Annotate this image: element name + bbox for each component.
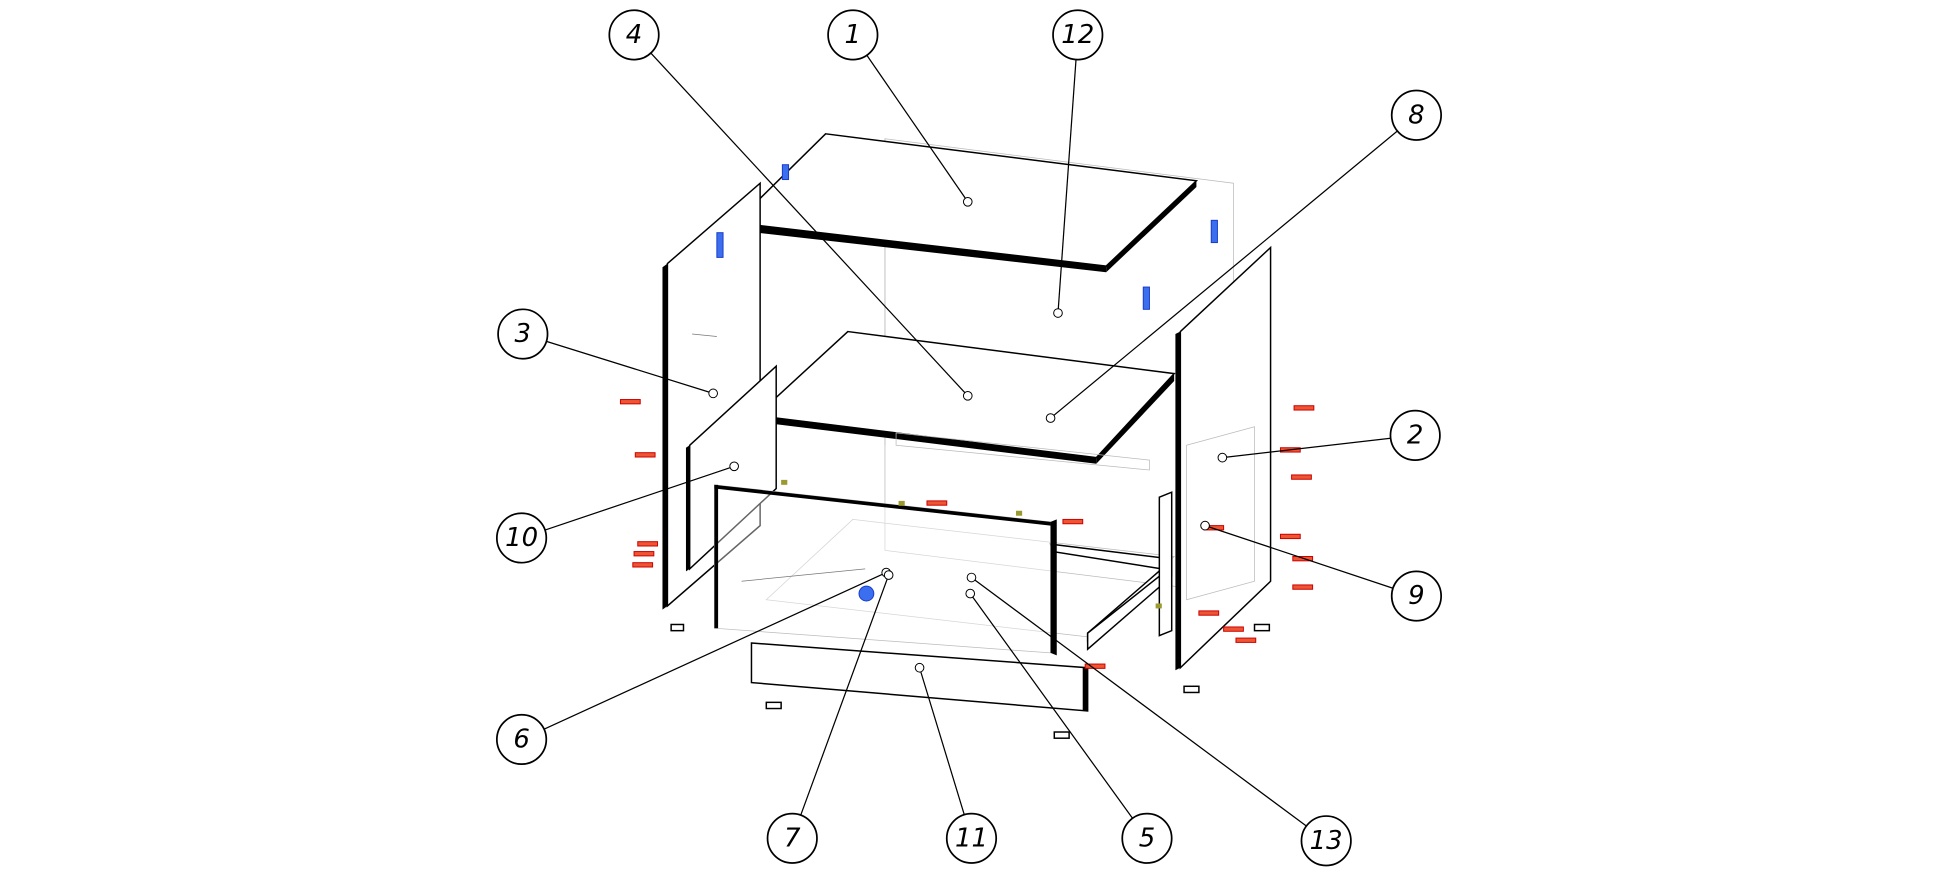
part-balloon-12: 12 xyxy=(1052,9,1104,61)
leader-line-3 xyxy=(546,340,714,394)
drawer-box xyxy=(765,491,1176,651)
screw-icon xyxy=(926,500,948,506)
screw-icon xyxy=(632,562,654,568)
part-number: 1 xyxy=(845,20,862,50)
part-balloon-13: 13 xyxy=(1300,815,1352,867)
screw-icon xyxy=(633,551,655,557)
part-number: 10 xyxy=(505,523,538,553)
screw-icon xyxy=(1062,518,1084,525)
fasteners xyxy=(619,399,1315,669)
part-balloon-4: 4 xyxy=(608,9,660,61)
screw-icon xyxy=(1291,474,1312,480)
part-number: 2 xyxy=(1407,420,1424,450)
leader-line-11 xyxy=(918,667,965,815)
leader-line-4 xyxy=(650,52,969,397)
leader-line-2 xyxy=(1222,437,1391,459)
leader-point-9 xyxy=(1200,520,1210,531)
leader-point-2 xyxy=(1217,452,1228,463)
leader-point-8 xyxy=(1045,413,1056,423)
part-number: 11 xyxy=(955,823,988,853)
part-number: 7 xyxy=(784,823,801,853)
leader-point-12 xyxy=(1053,308,1063,318)
screw-icon xyxy=(1198,610,1220,616)
adjustable-feet xyxy=(670,623,1271,739)
leader-point-1 xyxy=(962,196,973,207)
leader-line-7 xyxy=(800,574,890,816)
part-balloon-1: 1 xyxy=(827,9,879,61)
screw-icon xyxy=(619,399,641,405)
leader-point-4 xyxy=(962,391,973,401)
leader-line-1 xyxy=(866,54,969,203)
leader-line-13 xyxy=(971,577,1307,827)
part-balloon-9: 9 xyxy=(1390,570,1443,622)
part-balloon-3: 3 xyxy=(497,308,549,360)
leader-line-12 xyxy=(1057,59,1077,314)
leader-point-13 xyxy=(966,572,977,583)
leader-point-11 xyxy=(914,662,925,673)
part-number: 5 xyxy=(1139,823,1156,853)
leader-line-8 xyxy=(1050,130,1398,419)
part-number: 4 xyxy=(626,20,643,50)
part-balloon-7: 7 xyxy=(766,812,818,864)
leader-point-10 xyxy=(729,461,739,472)
leader-line-9 xyxy=(1204,525,1394,589)
leader-point-5 xyxy=(965,588,976,599)
part-balloon-2: 2 xyxy=(1389,409,1441,461)
hinges xyxy=(716,164,1218,602)
screw-icon xyxy=(1279,533,1301,540)
leader-line-10 xyxy=(544,465,735,531)
part-number: 6 xyxy=(513,724,530,754)
screw-icon xyxy=(637,541,659,547)
leader-line-5 xyxy=(969,593,1134,819)
screw-icon xyxy=(1293,405,1315,411)
part-balloon-5: 5 xyxy=(1121,812,1173,864)
part-number: 13 xyxy=(1310,826,1343,856)
part-balloon-10: 10 xyxy=(495,512,548,564)
screw-icon xyxy=(1235,637,1257,643)
dowels xyxy=(781,479,1162,609)
shelf-panel xyxy=(754,330,1176,471)
part-balloon-6: 6 xyxy=(495,713,548,766)
plinth-panel xyxy=(750,642,1089,712)
leader-point-3 xyxy=(708,388,718,399)
screw-icon xyxy=(1223,626,1244,632)
handle-knob xyxy=(858,585,875,602)
screw-icon xyxy=(634,452,656,458)
drawer-front xyxy=(714,484,1057,656)
screw-icon xyxy=(1292,584,1314,590)
part-number: 8 xyxy=(1408,100,1425,130)
leader-line-6 xyxy=(543,572,887,730)
part-number: 3 xyxy=(515,319,532,349)
part-balloon-8: 8 xyxy=(1390,89,1443,141)
screw-icon xyxy=(1084,663,1106,669)
part-number: 9 xyxy=(1408,581,1425,611)
part-number: 12 xyxy=(1061,20,1094,50)
part-balloon-11: 11 xyxy=(945,812,998,864)
leader-point-7 xyxy=(883,570,894,580)
